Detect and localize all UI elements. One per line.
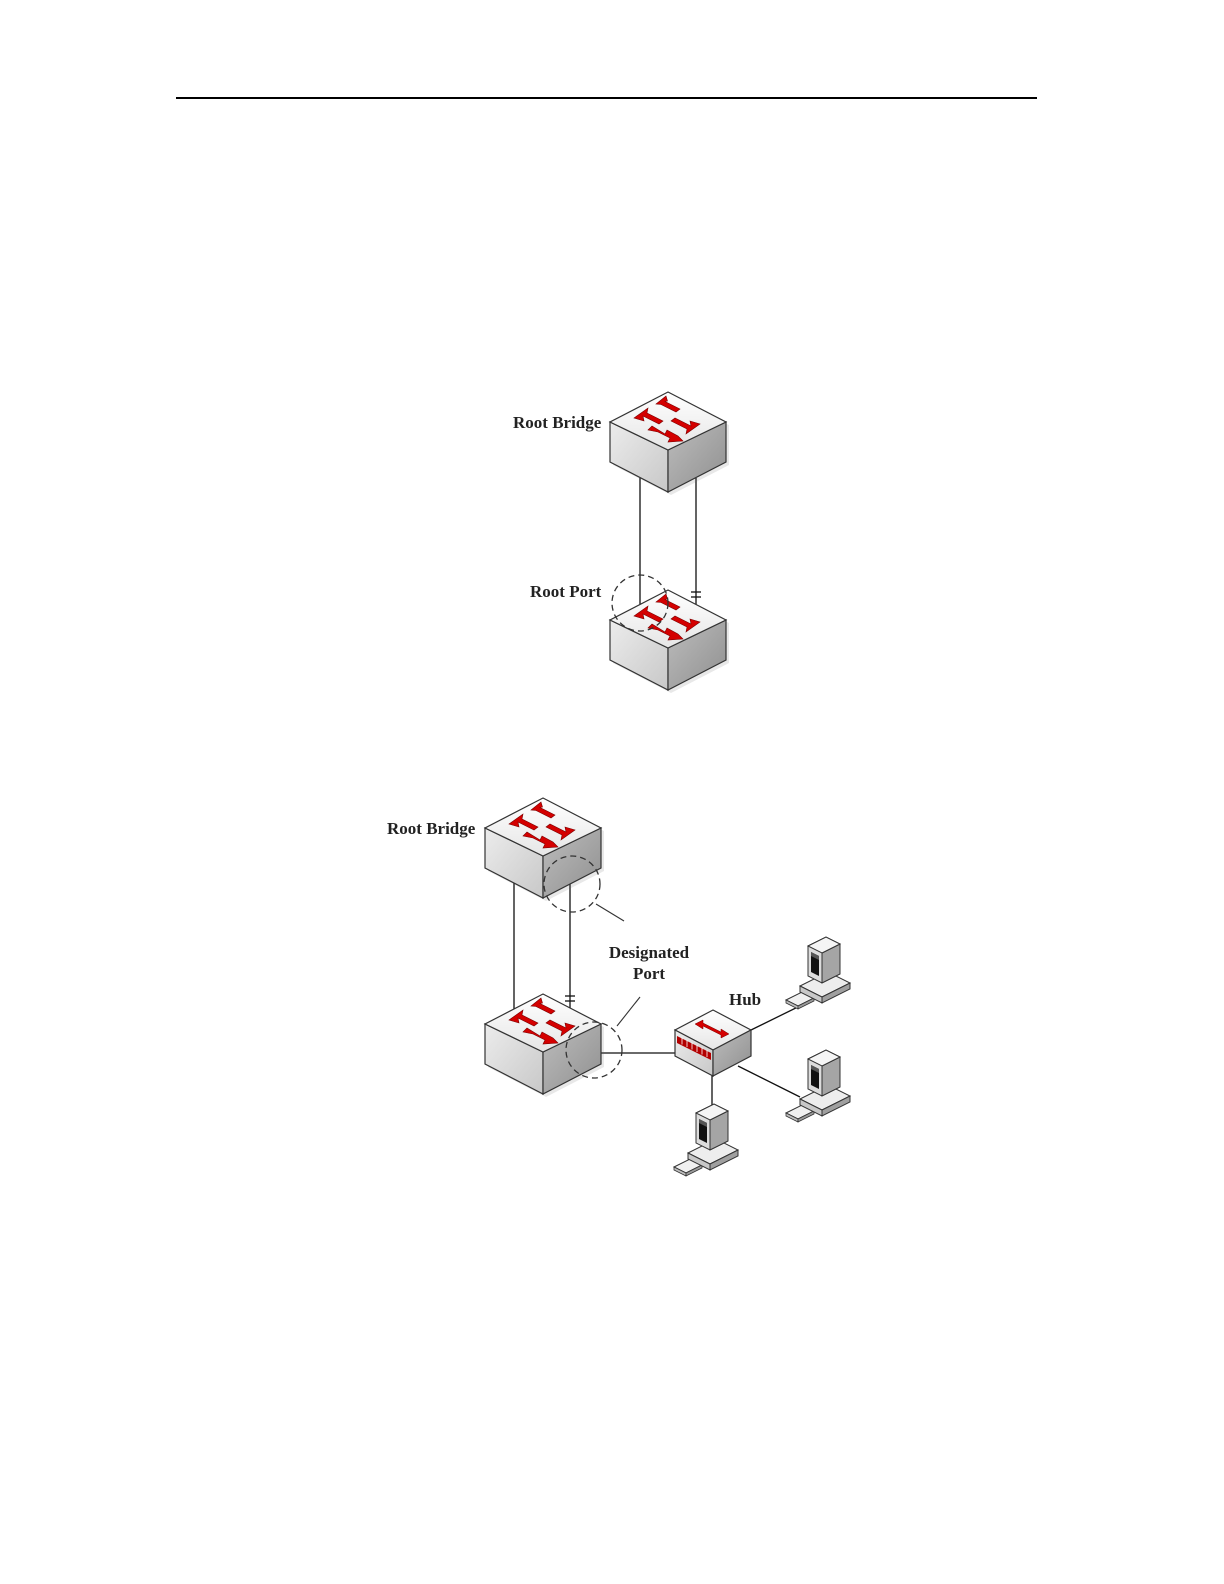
designated-port-label-line2: Port: [633, 964, 665, 983]
computer-icon: [674, 1104, 738, 1176]
hub-label: Hub: [729, 990, 761, 1009]
nonroot-switch-icon: [610, 590, 729, 693]
root-bridge-switch-icon: [485, 798, 604, 901]
leader-line: [617, 997, 640, 1026]
root-bridge-label: Root Bridge: [513, 413, 602, 432]
link-hub-pc-right: [738, 1066, 800, 1097]
root-port-label: Root Port: [530, 582, 602, 601]
computer-icon: [786, 937, 850, 1009]
designated-port-label-line1: Designated: [609, 943, 690, 962]
computer-icon: [786, 1050, 850, 1122]
root-bridge-label: Root Bridge: [387, 819, 476, 838]
leader-line: [596, 904, 624, 921]
figure-designated-port: Root Bridge Designated Port Hub: [387, 798, 850, 1176]
root-bridge-switch-icon: [610, 392, 729, 495]
nonroot-switch-icon: [485, 994, 604, 1097]
figure-root-port: Root Bridge Root Port: [513, 392, 729, 693]
